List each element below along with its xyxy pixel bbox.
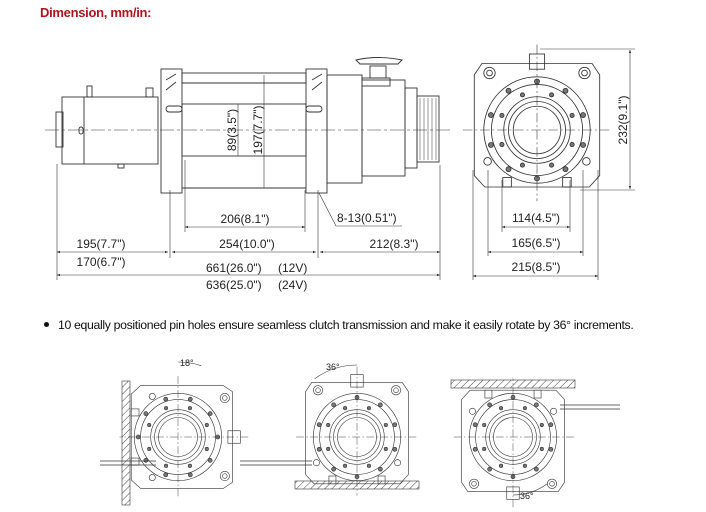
pin-hole — [143, 458, 149, 463]
side-view — [45, 57, 450, 280]
pin-hole — [548, 446, 554, 452]
dim-total-12v: 661(26.0") — [206, 261, 262, 275]
dim-motor-b: 170(6.7") — [77, 255, 126, 269]
pin-hole — [331, 402, 336, 408]
side-view-dimensions: 206(8.1") 8-13(0.51") 195(7.7") 254(10.0… — [77, 106, 419, 292]
label-12v: (12V) — [278, 261, 307, 275]
dim-drum-diameter: 89(3.5") — [225, 109, 239, 151]
dim-flange-diameter: 197(7.7") — [251, 106, 265, 155]
left-flange — [160, 68, 183, 194]
pin-hole — [316, 446, 322, 452]
dim-bolt-inner: 114(4.5") — [512, 211, 560, 225]
housing-outline — [473, 63, 601, 188]
rotation-view-2: 36° — [240, 362, 420, 496]
dim-flange-span: 254(10.0") — [219, 237, 275, 251]
tie-bar — [181, 72, 307, 84]
pin-hole — [562, 166, 569, 173]
housing-outline — [461, 389, 565, 492]
page-title: Dimension, mm/in: — [40, 5, 152, 20]
pin-hole — [331, 466, 336, 472]
pin-hole — [316, 422, 322, 428]
dim-mount-holes: 8-13(0.51") — [337, 211, 397, 225]
dim-height: 232(9.1") — [616, 96, 630, 145]
dim-motor-a: 195(7.7") — [77, 237, 126, 251]
angle-label-3: 36° — [520, 491, 534, 501]
pin-hole — [378, 402, 383, 408]
pin-hole — [505, 166, 512, 173]
front-view — [462, 44, 612, 202]
pin-hole — [534, 175, 540, 182]
gear-housing — [326, 74, 363, 184]
pin-hole — [472, 422, 478, 428]
dim-drum-length: 206(8.1") — [221, 212, 270, 226]
pin-hole — [378, 466, 383, 472]
pin-hole — [580, 112, 586, 118]
pin-hole — [207, 411, 213, 416]
pin-hole — [534, 402, 539, 408]
pin-hole — [472, 446, 478, 452]
angle-arc — [512, 483, 548, 496]
pin-hole — [580, 142, 586, 148]
dim-width: 215(8.5") — [512, 260, 561, 274]
angle-arc — [314, 364, 358, 379]
pin-hole — [488, 142, 494, 148]
angle-label-1: 18° — [180, 358, 194, 368]
housing-outline — [130, 385, 233, 489]
pin-hole — [392, 446, 398, 452]
pin-hole — [163, 396, 169, 402]
pin-hole — [392, 422, 398, 428]
pin-hole — [488, 112, 494, 118]
motor-terminal — [86, 85, 93, 98]
angle-arc — [177, 361, 202, 366]
note-text: 10 equally positioned pin holes ensure s… — [58, 318, 634, 332]
pin-hole — [562, 87, 569, 94]
pin-hole — [354, 474, 360, 480]
front-view-dims — [472, 48, 635, 280]
rotation-view-3: 36° — [450, 378, 620, 508]
pin-hole — [135, 434, 141, 440]
housing-outline — [305, 382, 409, 485]
pin-hole — [505, 87, 512, 94]
clutch-handle — [355, 57, 403, 65]
pin-hole — [510, 394, 516, 400]
brake-fins — [416, 95, 440, 163]
dim-total-24v: 636(25.0") — [206, 278, 262, 292]
note-bullet: 10 equally positioned pin holes ensure s… — [44, 318, 634, 332]
pin-hole — [163, 472, 169, 478]
pin-hole — [487, 402, 492, 408]
pin-hole — [187, 472, 193, 478]
pin-hole — [143, 411, 149, 416]
pin-hole — [534, 466, 539, 472]
clutch-knob-stem — [369, 65, 387, 79]
right-flange — [305, 68, 328, 194]
pin-hole — [548, 422, 554, 428]
label-24v: (24V) — [278, 278, 307, 292]
wall-hatch — [121, 380, 131, 506]
bullet-dot — [44, 322, 49, 328]
dim-bolt-outer: 165(6.5") — [512, 236, 561, 250]
pin-hole — [207, 458, 213, 463]
rotation-view-1: 18° — [100, 358, 249, 506]
angle-label-2: 36° — [326, 362, 340, 372]
motor — [61, 96, 159, 165]
pin-hole — [487, 466, 492, 472]
pin-hole — [187, 396, 193, 402]
dim-gearbox: 212(8.3") — [370, 237, 419, 251]
